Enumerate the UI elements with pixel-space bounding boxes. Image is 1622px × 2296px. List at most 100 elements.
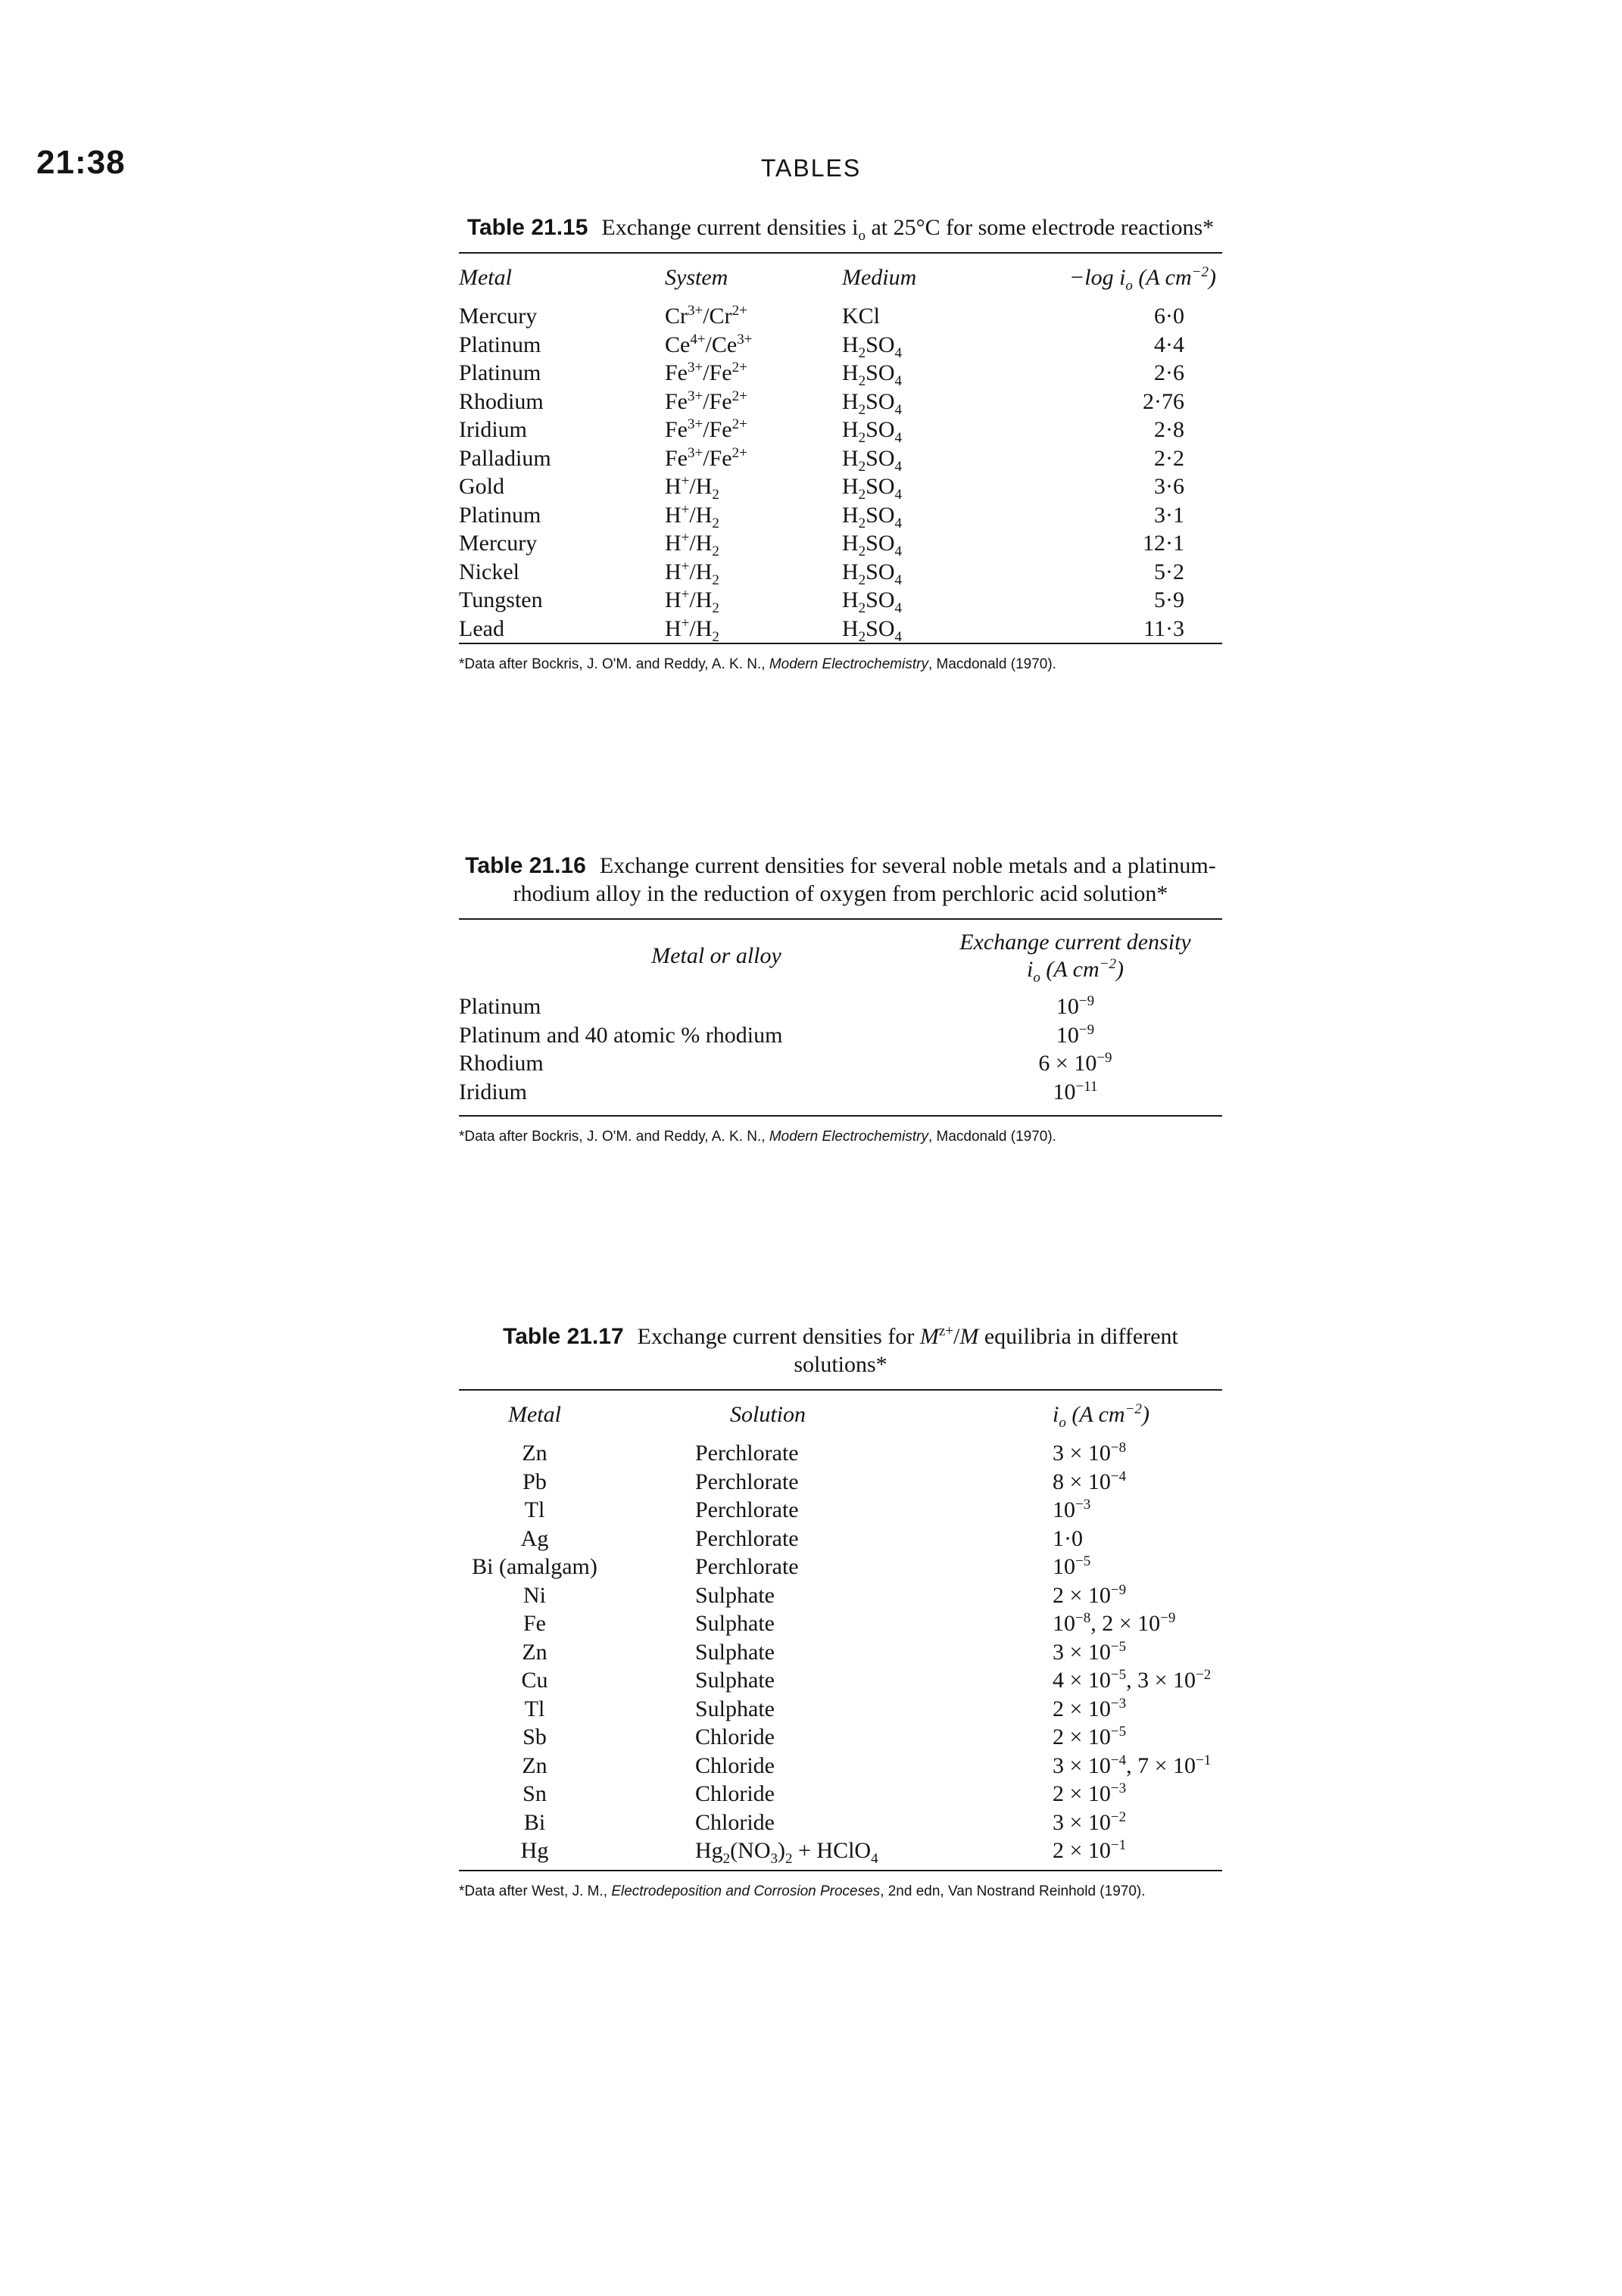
table-cell: Cu [521,1668,548,1693]
table-row: Mercury H+/H2 H2SO4 12·1 [459,529,1222,559]
table-footnote: *Data after West, J. M., Electrodepositi… [459,1883,1146,1899]
bottom-rule [459,1115,1222,1117]
table-footnote: *Data after Bockris, J. O'M. and Reddy, … [459,1129,1056,1145]
caption-text: Exchange current densities for several n… [513,853,1216,906]
table-cell: Chloride [695,1752,775,1778]
table-cell: H2SO4 [842,559,903,588]
table-row: Lead H+/H2 H2SO4 11·3 [459,615,1222,645]
table-cell: Mercury [459,304,538,329]
column-header: Solution [730,1402,806,1427]
data-table: Metal System Medium −log io (A cm−2) Mer… [459,254,1222,645]
column-header: Metal [459,265,512,290]
table-cell: 2·6 [1154,360,1184,385]
table-cell: Nickel [459,559,519,584]
table-cell: Perchlorate [695,1525,799,1551]
table-cell: 10−5 [1053,1553,1091,1579]
table-cell: 10−9 [1056,1021,1095,1048]
table-cell: Fe3+/Fe2+ [665,416,747,442]
table-cell: Perchlorate [695,1497,799,1522]
table-cell: H+/H2 [665,473,719,503]
column-header: System [665,265,728,290]
table-cell: Platinum [459,994,541,1019]
table-cell: Hg2(NO3)2 + HClO4 [695,1838,878,1867]
table-cell: Sulphate [695,1696,775,1721]
table-cell: Lead [459,615,504,641]
table-cell: 2 × 10−3 [1053,1780,1127,1806]
table-cell: H2SO4 [842,587,903,616]
table-row: Platinum 10−9 [459,992,1222,1021]
table-21-15: Table 21.15 Exchange current densities io… [459,213,1222,674]
table-cell: H+/H2 [665,615,719,645]
table-cell: 10−9 [1056,993,1095,1019]
table-cell: H+/H2 [665,587,719,616]
table-cell: 2 × 10−5 [1053,1724,1127,1749]
table-cell: 3 × 10−5 [1053,1638,1127,1665]
table-cell: 4·4 [1154,332,1184,357]
table-cell: Ni [523,1582,546,1608]
table-label: Table 21.16 [465,853,586,878]
column-header: Medium [842,265,917,290]
caption-text: Exchange current densities io at 25°C fo… [601,215,1215,244]
table-cell: 10−11 [1053,1078,1098,1104]
table-cell: Fe3+/Fe2+ [665,360,747,385]
bottom-rule [459,1869,1222,1871]
table-cell: Perchlorate [695,1554,799,1579]
table-cell: 5·9 [1154,587,1184,612]
table-cell: Cr3+/Cr2+ [665,303,747,329]
running-title: TABLES [760,154,862,182]
table-cell: Zn [522,1441,547,1466]
table-cell: KCl [842,304,881,329]
table-cell: Zn [522,1639,547,1665]
table-cell: 3 × 10−2 [1053,1808,1127,1835]
table-cell: H2SO4 [842,531,903,559]
table-cell: Platinum [459,332,541,357]
column-header: Metal [508,1402,561,1427]
top-rule [459,918,1222,920]
table-cell: Fe3+/Fe2+ [665,444,747,471]
table-cell: H2SO4 [842,615,903,645]
table-cell: Ag [520,1525,549,1551]
table-cell: Sb [522,1724,547,1749]
table-cell: Fe3+/Fe2+ [665,388,747,414]
table-cell: Ce4+/Ce3+ [665,331,753,357]
table-cell: H2SO4 [842,417,903,446]
table-label: Table 21.15 [466,215,588,240]
table-cell: 2 × 10−3 [1053,1695,1127,1721]
table-cell: Sulphate [695,1639,775,1665]
table-cell: Sulphate [695,1611,775,1636]
table-cell: Platinum [459,360,541,385]
top-rule [459,252,1222,254]
table-cell: H2SO4 [842,502,903,531]
table-cell: 12·1 [1143,531,1184,556]
table-cell: Palladium [459,445,551,471]
table-cell: Rhodium [459,388,544,414]
page-number: 21:38 [36,144,126,181]
table-cell: 2 × 10−9 [1053,1581,1127,1608]
table-cell: H+/H2 [665,530,719,559]
table-cell: Chloride [695,1809,775,1835]
table-cell: 1·0 [1053,1525,1083,1551]
table-cell: Perchlorate [695,1441,799,1466]
table-cell: Mercury [459,531,538,556]
table-cell: Platinum [459,502,541,528]
table-cell: 11·3 [1143,615,1184,641]
